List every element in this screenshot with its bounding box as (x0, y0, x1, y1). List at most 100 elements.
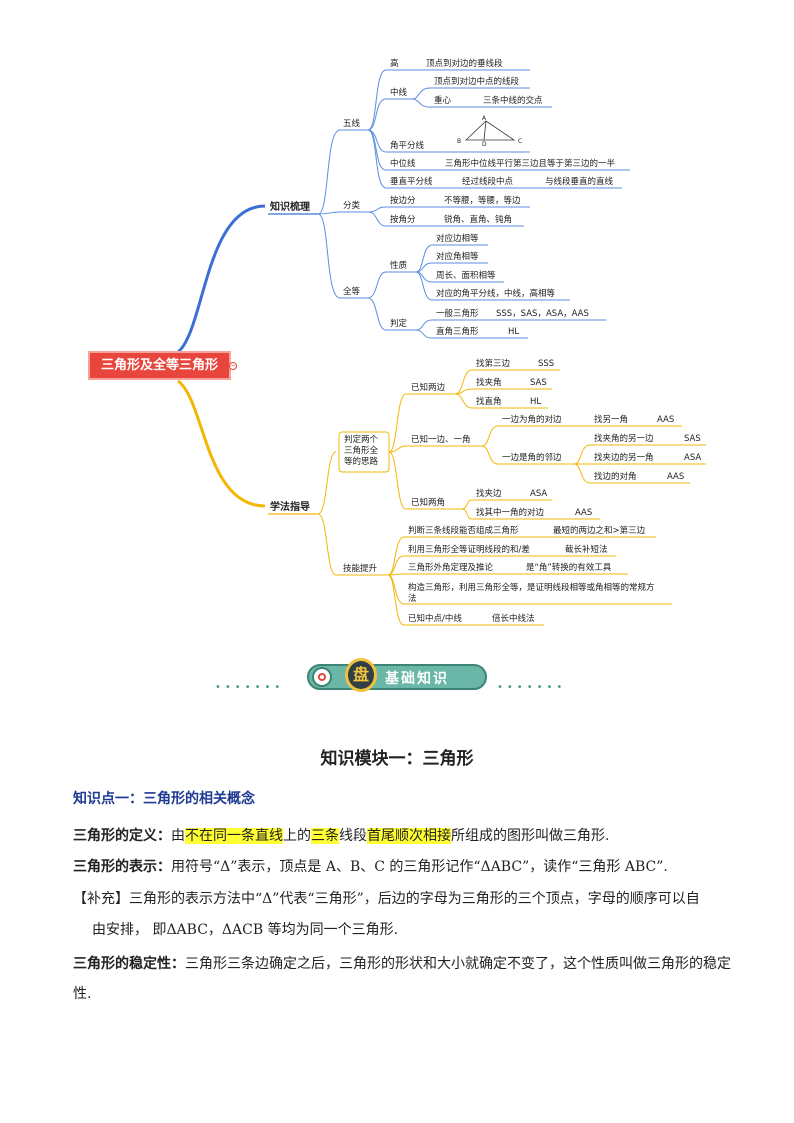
node-approach: 判定两个三角形全等的思路 (344, 434, 379, 467)
node-pb-def2: 与线段垂直的直线 (545, 176, 614, 187)
def-highlight-1: 不在同一条直线 (185, 828, 283, 844)
collapse-icon[interactable]: − (229, 362, 237, 370)
node-two-sides: 已知两边 (411, 382, 446, 393)
node-sk-4b: 法 (408, 593, 417, 604)
tri-label-b: B (457, 138, 461, 145)
node-by-side: 按边分 (390, 195, 416, 206)
module-title: 知识模块一：三角形 (320, 749, 474, 769)
node-ls-2: 找夹角 (476, 377, 502, 388)
node-sa-b3v: AAS (667, 472, 684, 482)
node-crit-1-val: SSS，SAS，ASA，AAS (496, 309, 589, 319)
node-ls-1v: SSS (538, 359, 554, 369)
supplement-line-1: 【补充】三角形的表示方法中“Δ”代表“三角形”，后边的字母为三角形的三个顶点，字… (73, 891, 700, 907)
node-la-1v: ASA (530, 489, 547, 499)
node-zhongxin: 重心 (434, 95, 452, 106)
node-congruent: 全等 (343, 286, 361, 297)
node-sk-5v: 倍长中线法 (492, 613, 535, 624)
node-side-angle: 已知一边、一角 (411, 434, 471, 445)
tri-label-c: C (518, 138, 522, 145)
tri-label-a: A (482, 115, 487, 122)
node-angle-bisector: 角平分线 (390, 140, 425, 151)
knowledge-point-title: 知识点一：三角形的相关概念 (73, 789, 733, 809)
node-crit-2-val: HL (508, 327, 519, 337)
node-gao: 高 (390, 58, 399, 69)
node-pb-def1: 经过线段中点 (462, 176, 514, 187)
node-ls-1: 找第三边 (476, 358, 511, 369)
def-text-4: 所组成的图形叫做三角形. (451, 828, 610, 844)
node-sa-b: 一边是角的邻边 (502, 452, 562, 463)
stability-line-2: 性. (73, 986, 92, 1002)
branch-knowledge: 知识梳理 (269, 200, 310, 213)
approach-text: 判定两个 (344, 434, 379, 445)
node-midline: 中位线 (390, 158, 416, 169)
node-la-1: 找夹边 (476, 488, 502, 499)
node-la-2: 找其中一角的对边 (476, 507, 545, 518)
node-five-lines: 五线 (343, 118, 361, 129)
node-sa-a1v: AAS (657, 415, 674, 425)
node-by-angle-def: 锐角、直角、钝角 (444, 214, 512, 225)
representation-paragraph: 三角形的表示：用符号“Δ”表示，顶点是 A、B、C 的三角形记作“ΔABC”，读… (73, 857, 733, 877)
node-sa-b1: 找夹角的另一边 (594, 433, 654, 444)
badge-icon: 盘 (345, 658, 377, 692)
mindmap-root[interactable]: 三角形及全等三角形 (88, 351, 231, 380)
definition-paragraph: 三角形的定义：由不在同一条直线上的三条线段首尾顺次相接所组成的图形叫做三角形. (73, 826, 733, 846)
node-zx-def: 顶点到对边中点的线段 (434, 76, 520, 87)
node-by-angle: 按角分 (390, 214, 416, 225)
node-zhongxian: 中线 (390, 87, 408, 98)
node-prop-2: 对应角相等 (436, 251, 479, 262)
node-classify: 分类 (343, 200, 361, 211)
def-text-2: 上的 (283, 828, 311, 844)
node-zhongxin-def: 三条中线的交点 (483, 95, 543, 106)
dots-left: ••••••• (215, 682, 285, 693)
node-ls-2v: SAS (530, 378, 547, 388)
tri-label-d: D (482, 141, 487, 148)
stability-paragraph: 三角形的稳定性：三角形三条边确定之后，三角形的形状和大小就确定不变了，这个性质叫… (73, 954, 733, 974)
supplement-line-2: 由安排， 即ΔABC，ΔACB 等均为同一个三角形. (92, 922, 399, 938)
node-ls-3: 找直角 (476, 396, 502, 407)
node-sk-5: 已知中点/中线 (408, 613, 462, 624)
node-crit-1: 一般三角形 (436, 308, 479, 319)
triangle-figure (464, 120, 516, 141)
def-highlight-2: 三条 (311, 828, 339, 844)
node-prop-4: 对应的角平分线，中线，高相等 (436, 288, 556, 299)
stab-label: 三角形的稳定性： (73, 956, 185, 972)
node-sk-1v: 最短的两边之和>第三边 (553, 525, 646, 536)
target-icon (312, 667, 332, 687)
node-sa-b3: 找边的对角 (594, 471, 637, 482)
node-sa-a: 一边为角的对边 (502, 414, 562, 425)
node-prop-1: 对应边相等 (436, 233, 479, 244)
approach-text: 等的思路 (344, 456, 379, 467)
approach-text: 三角形全 (344, 445, 379, 456)
node-skills: 技能提升 (343, 563, 378, 574)
rep-text: 用符号“Δ”表示，顶点是 A、B、C 的三角形记作“ΔABC”，读作“三角形 A… (171, 859, 668, 875)
node-criterion: 判定 (390, 318, 408, 329)
mind-map: 知识梳理 学法指导 五线 高 顶点到对边的垂线段 中线 顶点到对边中点的线段 重… (176, 58, 706, 626)
node-ls-3v: HL (530, 397, 541, 407)
node-midline-def: 三角形中位线平行第三边且等于第三边的一半 (445, 158, 616, 169)
def-text-3: 线段 (339, 828, 367, 844)
node-sk-2v: 截长补短法 (565, 544, 608, 555)
node-sa-b2: 找夹边的另一角 (594, 452, 654, 463)
node-crit-2: 直角三角形 (436, 326, 479, 337)
node-sa-a1: 找另一角 (594, 414, 628, 425)
node-sk-3v: 是“角”转换的有效工具 (526, 562, 612, 573)
def-label: 三角形的定义： (73, 828, 171, 844)
def-highlight-3: 首尾顺次相接 (367, 828, 451, 844)
node-by-side-def: 不等腰，等腰，等边 (444, 195, 521, 206)
node-sk-1: 判断三条线段能否组成三角形 (408, 525, 519, 536)
stab-text: 三角形三条边确定之后，三角形的形状和大小就确定不变了，这个性质叫做三角形的稳定 (185, 956, 731, 972)
node-sk-2: 利用三角形全等证明线段的和/差 (408, 544, 530, 555)
point-title-text: 知识点一：三角形的相关概念 (73, 791, 255, 807)
section-banner-label: 基础知识 (385, 671, 449, 687)
node-two-angles: 已知两角 (411, 497, 445, 508)
section-banner (307, 664, 487, 690)
node-la-2v: AAS (575, 508, 592, 518)
def-text-1: 由 (171, 828, 185, 844)
node-sa-b2v: ASA (684, 453, 701, 463)
node-property: 性质 (390, 260, 408, 271)
branch-method: 学法指导 (270, 500, 310, 513)
node-sk-3: 三角形外角定理及推论 (408, 562, 494, 573)
node-gao-def: 顶点到对边的垂线段 (426, 58, 503, 69)
rep-label: 三角形的表示： (73, 859, 171, 875)
node-sa-b1v: SAS (684, 434, 701, 444)
